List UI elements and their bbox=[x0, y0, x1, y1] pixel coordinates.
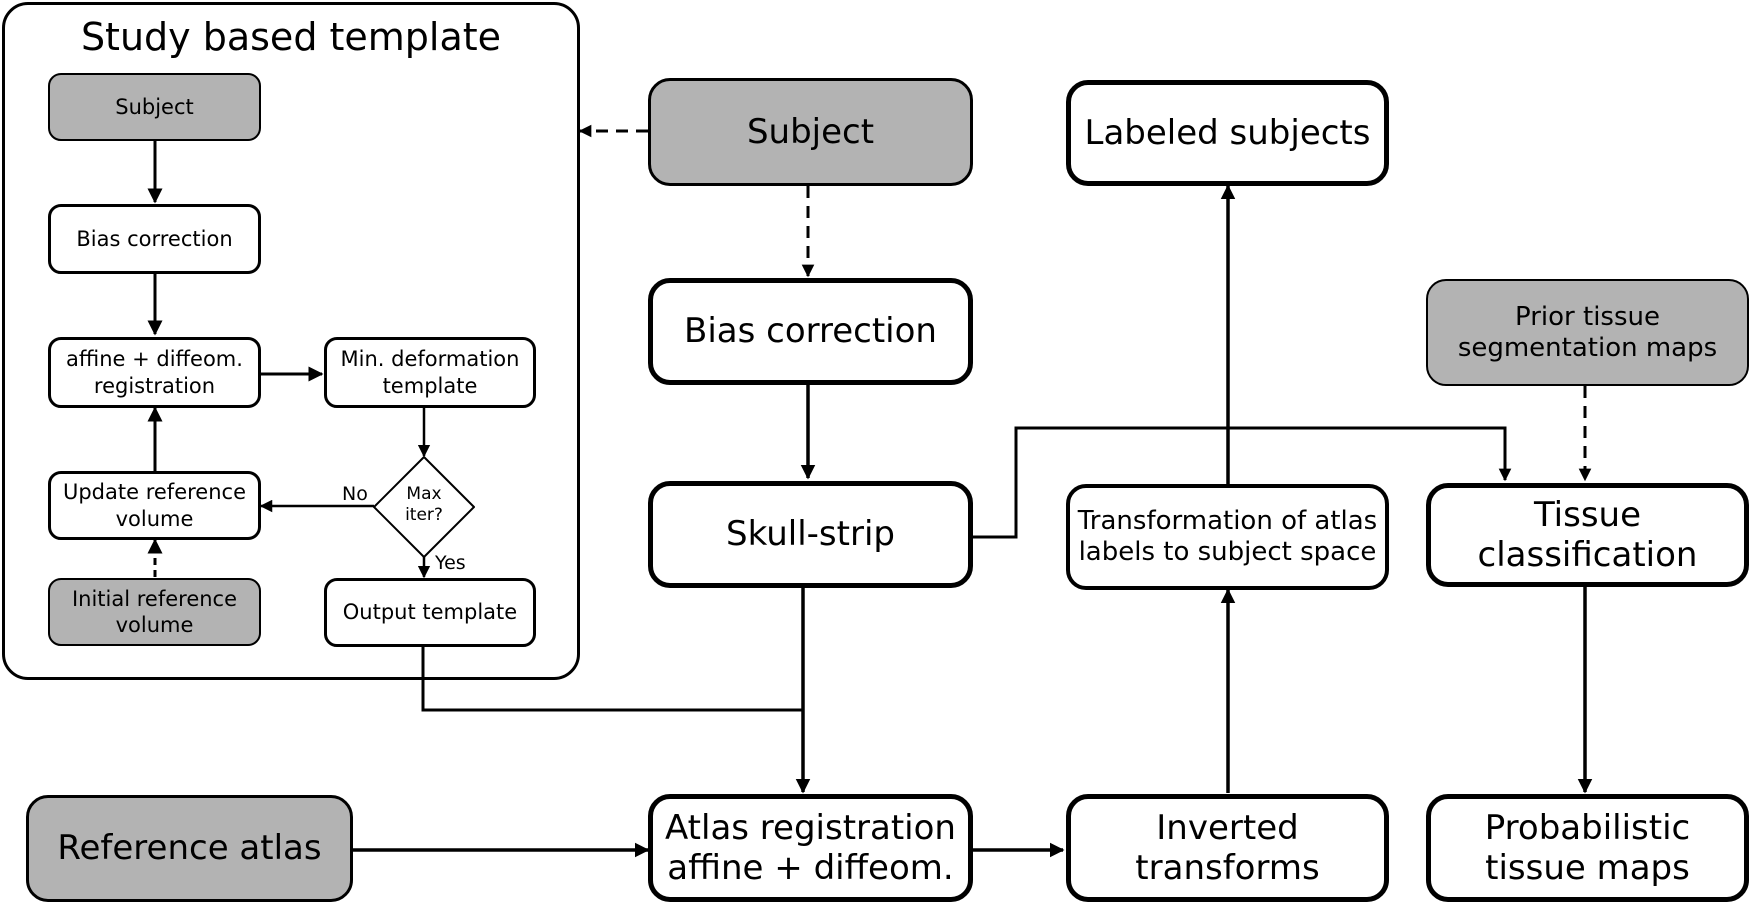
inner-bias-correction-node: Bias correction bbox=[48, 204, 261, 274]
inner-registration-node: affine + diffeom. registration bbox=[48, 337, 261, 408]
inner-subject-node: Subject bbox=[48, 73, 261, 141]
prior-tissue-segmentation-node: Prior tissue segmentation maps bbox=[1426, 279, 1749, 386]
bias-correction-node: Bias correction bbox=[648, 278, 973, 385]
edge-label-yes: Yes bbox=[435, 552, 466, 574]
study-template-title: Study based template bbox=[80, 15, 502, 59]
reference-atlas-node: Reference atlas bbox=[26, 795, 353, 902]
tissue-classification-node: Tissue classification bbox=[1426, 483, 1749, 587]
edge-label-no: No bbox=[342, 483, 368, 505]
atlas-registration-node: Atlas registration affine + diffeom. bbox=[648, 794, 973, 902]
subject-node: Subject bbox=[648, 78, 973, 186]
max-iter-label: Max iter? bbox=[405, 484, 443, 526]
inverted-transforms-node: Inverted transforms bbox=[1066, 794, 1389, 902]
labeled-subjects-node: Labeled subjects bbox=[1066, 80, 1389, 186]
min-deformation-template-node: Min. deformation template bbox=[324, 337, 536, 408]
skull-strip-node: Skull-strip bbox=[648, 481, 973, 588]
initial-reference-volume-node: Initial reference volume bbox=[48, 578, 261, 646]
output-template-node: Output template bbox=[324, 578, 536, 647]
study-template-panel: Study based template bbox=[2, 2, 580, 680]
probabilistic-tissue-maps-node: Probabilistic tissue maps bbox=[1426, 794, 1749, 902]
update-reference-volume-node: Update reference volume bbox=[48, 471, 261, 540]
transformation-atlas-labels-node: Transformation of atlas labels to subjec… bbox=[1066, 484, 1389, 590]
